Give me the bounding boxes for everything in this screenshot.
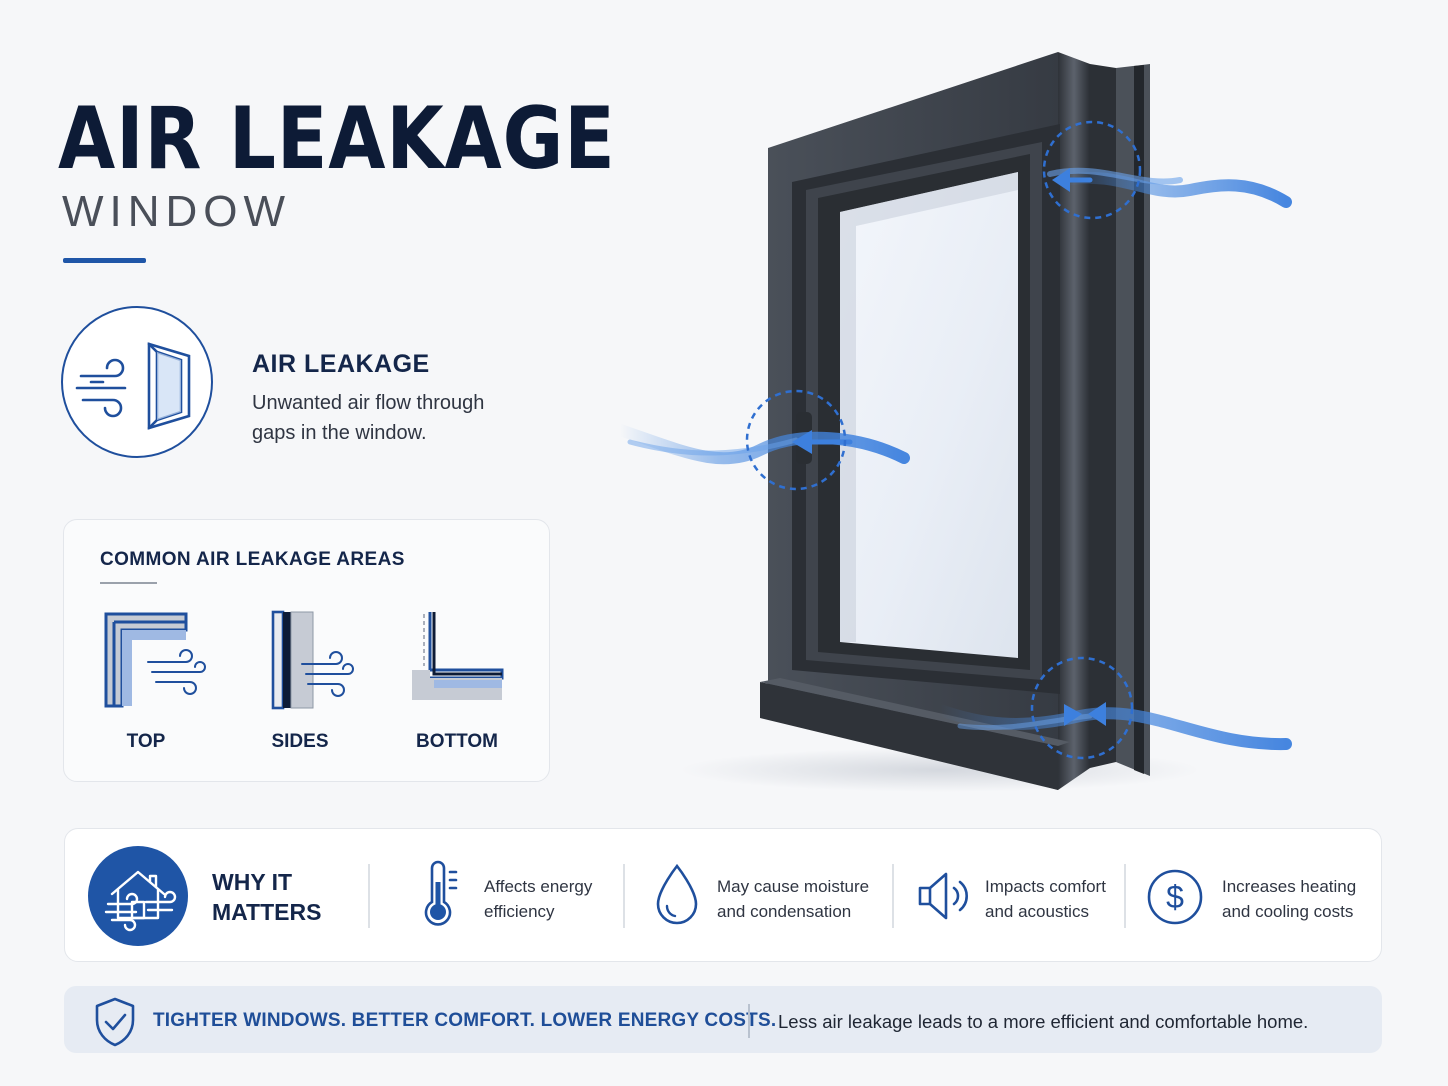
why-separator (623, 864, 625, 928)
why-item-comfort: Impacts comfort and acoustics (985, 874, 1106, 924)
definition-icon-circle (61, 306, 213, 458)
why-item-energy-line-2: efficiency (484, 902, 555, 921)
why-item-comfort-line-2: and acoustics (985, 902, 1089, 921)
thermometer-icon (424, 860, 458, 926)
why-it-matters-card (64, 828, 1382, 962)
droplet-icon (656, 863, 698, 925)
banner-separator (748, 1004, 750, 1038)
banner-headline: TIGHTER WINDOWS. BETTER COMFORT. LOWER E… (153, 1010, 777, 1031)
why-it-matters-title: WHY IT MATTERS (212, 867, 352, 927)
area-label-bottom: BOTTOM (416, 731, 498, 752)
leakage-areas-heading: COMMON AIR LEAKAGE AREAS (100, 549, 405, 570)
why-item-costs-line-1: Increases heating (1222, 877, 1357, 896)
why-icon-circle (88, 846, 188, 946)
area-label-top: TOP (126, 731, 166, 752)
page-subtitle: WINDOW (62, 187, 292, 236)
why-separator (1124, 864, 1126, 928)
why-item-costs: Increases heating and cooling costs (1222, 874, 1356, 924)
leakage-areas-underline (100, 582, 157, 584)
bottom-banner (64, 986, 1382, 1053)
speaker-icon (918, 872, 968, 920)
why-item-moisture-line-1: May cause moisture (717, 877, 870, 896)
why-item-energy-line-1: Affects energy (484, 877, 593, 896)
why-separator (892, 864, 894, 928)
shield-check-icon (95, 997, 135, 1047)
definition-line-1: Unwanted air flow through (252, 392, 485, 414)
why-item-comfort-line-1: Impacts comfort (985, 877, 1106, 896)
bottom-sill-icon (412, 612, 504, 700)
definition-text: Unwanted air flow through gaps in the wi… (252, 388, 522, 448)
definition-line-2: gaps in the window. (252, 422, 427, 444)
why-item-energy: Affects energy efficiency (484, 874, 592, 924)
page-title: AIR LEAKAGE (58, 89, 616, 189)
why-item-moisture-line-2: and condensation (717, 902, 852, 921)
why-title-line-1: WHY IT (212, 869, 293, 895)
top-corner-icon (104, 612, 206, 708)
svg-text:$: $ (1166, 879, 1184, 915)
wind-window-icon (75, 342, 191, 430)
dollar-icon: $ (1147, 869, 1203, 925)
why-item-moisture: May cause moisture and condensation (717, 874, 869, 924)
window-illustration (614, 52, 1292, 792)
why-separator (368, 864, 370, 928)
house-wind-icon (104, 870, 177, 932)
definition-heading: AIR LEAKAGE (252, 350, 430, 378)
why-title-line-2: MATTERS (212, 899, 322, 925)
side-frame-icon (271, 610, 354, 710)
why-item-costs-line-2: and cooling costs (1222, 902, 1354, 921)
title-underline (63, 258, 146, 263)
area-label-sides: SIDES (271, 731, 329, 752)
banner-text: Less air leakage leads to a more efficie… (778, 1011, 1309, 1032)
